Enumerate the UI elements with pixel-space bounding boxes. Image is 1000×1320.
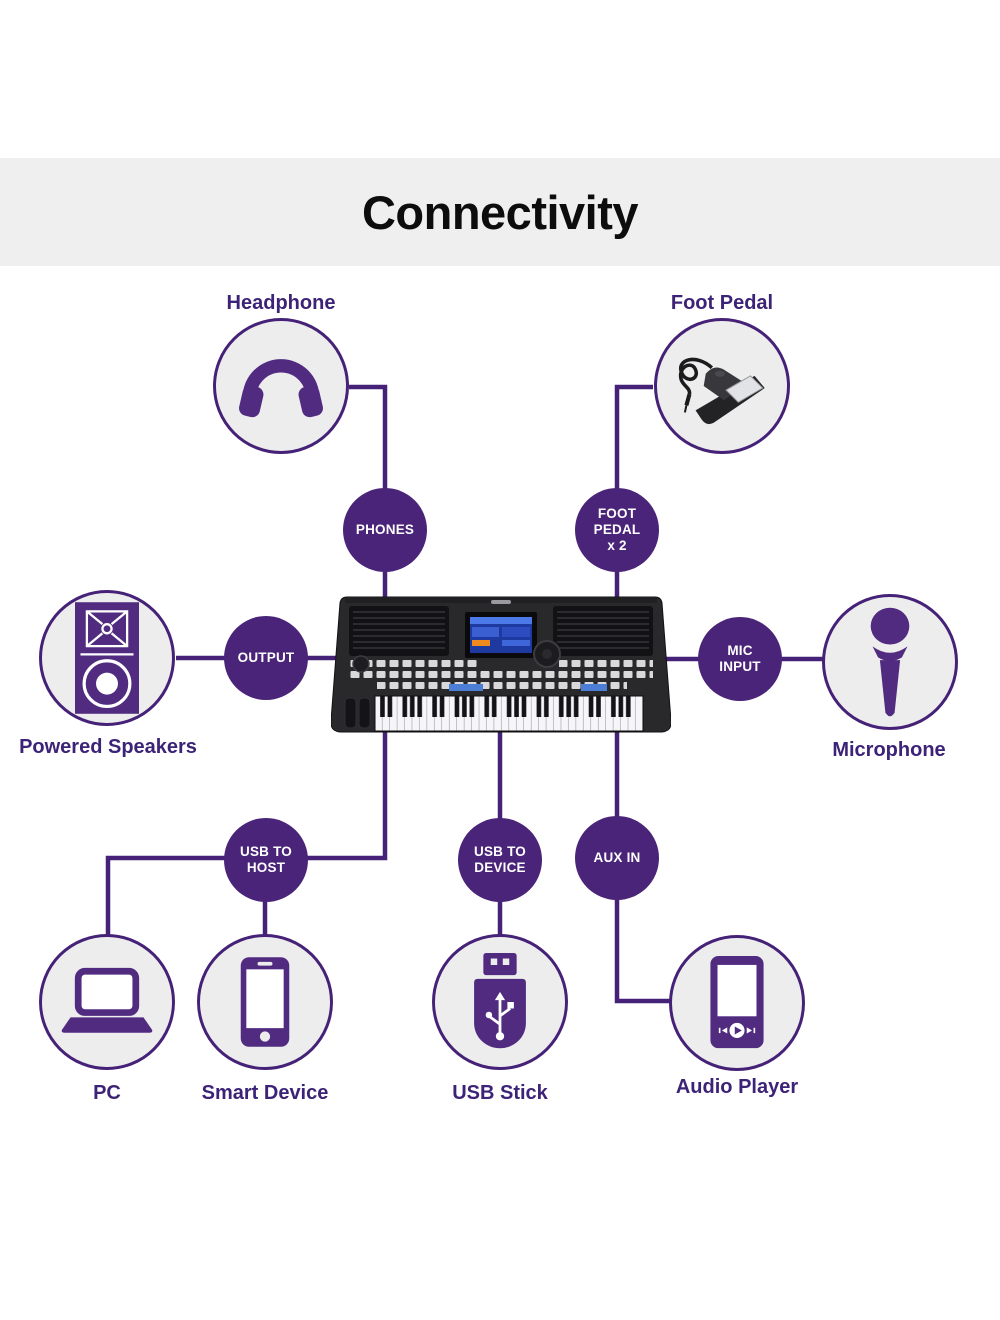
node-usb-stick (432, 934, 568, 1070)
node-foot-pedal (654, 318, 790, 454)
port-label: INPUT (719, 659, 761, 674)
foot-pedal-icon (678, 357, 765, 425)
speaker-icon (75, 602, 139, 714)
audio-player-icon (710, 956, 764, 1049)
mod-wheel (358, 697, 371, 729)
laptop-icon (61, 967, 153, 1033)
volume-knob (352, 655, 370, 673)
node-label-pc: PC (93, 1082, 121, 1104)
port-label: DEVICE (474, 860, 526, 875)
port-badge-output: OUTPUT (224, 616, 308, 700)
node-pc (39, 934, 175, 1070)
node-label-smart-device: Smart Device (201, 1082, 329, 1104)
button-row (349, 658, 477, 669)
node-smart-device (197, 934, 333, 1070)
port-label: MIC (727, 643, 753, 658)
node-label-headphone: Headphone (226, 292, 336, 314)
port-label: OUTPUT (237, 650, 295, 665)
headphone-icon (239, 359, 323, 418)
microphone-icon (865, 607, 915, 717)
port-label: AUX IN (593, 850, 641, 865)
node-label-microphone: Microphone (832, 739, 946, 761)
port-label: USB TO (240, 844, 292, 859)
node-powered-speakers (39, 590, 175, 726)
port-badge-phones: PHONES (343, 488, 427, 572)
button-row (559, 658, 653, 669)
node-microphone (822, 594, 958, 730)
port-label: x 2 (607, 538, 627, 553)
port-label: USB TO (474, 844, 526, 859)
page-title: Connectivity (361, 185, 639, 239)
node-label-foot-pedal: Foot Pedal (670, 292, 774, 314)
port-badge-usb-to-device: USB TO DEVICE (458, 818, 542, 902)
smartphone-icon (240, 957, 290, 1047)
button-row (377, 682, 627, 693)
port-label: FOOT (597, 506, 637, 521)
port-label: PEDAL (593, 522, 641, 537)
node-label-powered-speakers: Powered Speakers (19, 736, 197, 758)
node-label-usb-stick: USB Stick (452, 1082, 548, 1104)
node-headphone (213, 318, 349, 454)
title-band: Connectivity (0, 158, 1000, 266)
port-badge-foot-pedal: FOOT PEDAL x 2 (575, 488, 659, 572)
pitch-wheel (344, 697, 357, 729)
keyboard-image (331, 596, 671, 733)
yamaha-logo (491, 600, 511, 604)
port-badge-usb-to-host: USB TO HOST (224, 818, 308, 902)
button-row (349, 670, 653, 681)
node-label-audio-player: Audio Player (675, 1076, 799, 1098)
port-badge-mic-input: MIC INPUT (698, 617, 782, 701)
node-audio-player (669, 935, 805, 1071)
port-label: PHONES (355, 522, 415, 537)
port-label: HOST (246, 860, 286, 875)
usb-stick-icon (474, 952, 526, 1049)
port-badge-aux-in: AUX IN (575, 816, 659, 900)
